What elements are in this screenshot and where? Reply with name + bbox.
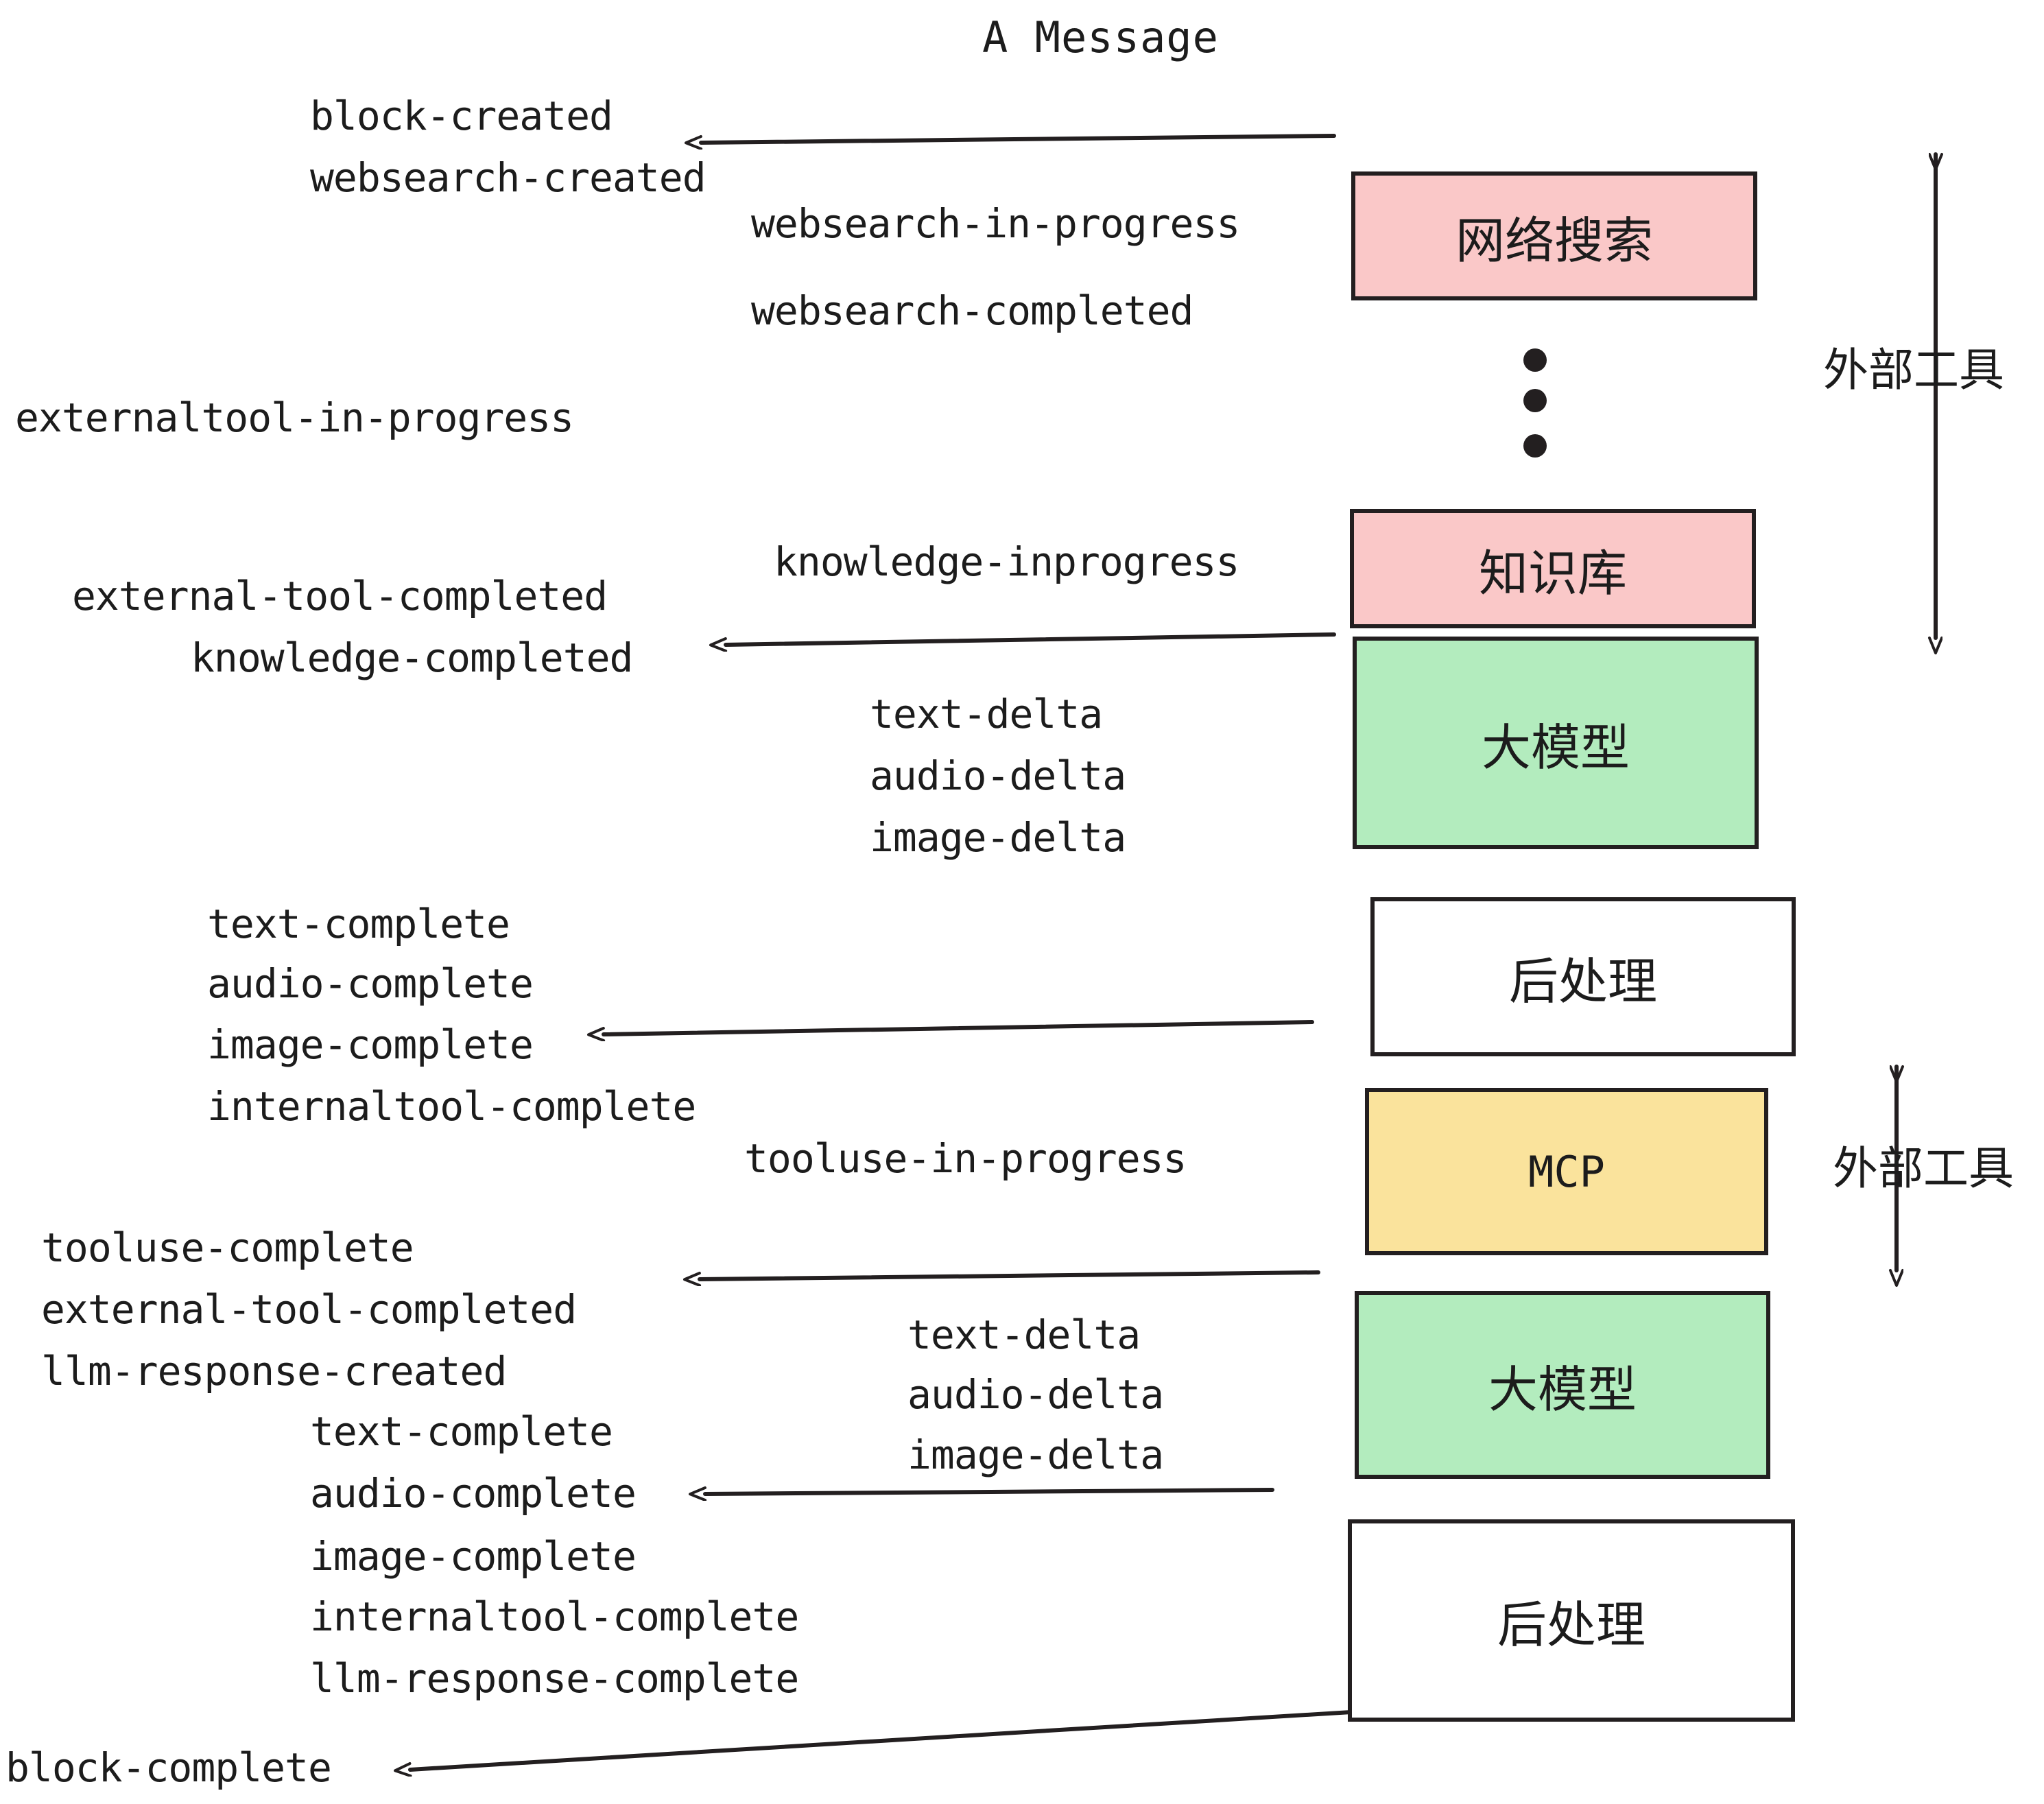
node-llm-1: 大模型: [1353, 637, 1759, 849]
event-label-text-complete-2: text-complete: [310, 1408, 613, 1455]
event-label-websearch-in-progress: websearch-in-progress: [751, 200, 1240, 247]
event-label-text-delta-1: text-delta: [870, 691, 1103, 737]
dot-3: [1523, 434, 1547, 458]
event-label-text-complete-1: text-complete: [207, 901, 510, 947]
arrow-block-complete: [410, 1710, 1353, 1770]
event-label-internaltool-complete-2: internaltool-complete: [310, 1593, 799, 1640]
event-label-audio-complete-2: audio-complete: [310, 1470, 637, 1517]
event-label-llm-response-created: llm-response-created: [41, 1348, 507, 1394]
arrow-audio-complete: [705, 1490, 1274, 1494]
event-label-block-created: block-created: [310, 93, 613, 139]
event-label-external-tool-completed-2: external-tool-completed: [41, 1286, 577, 1333]
event-label-tooluse-complete: tooluse-complete: [41, 1224, 414, 1271]
arrow-image-complete: [604, 1020, 1314, 1034]
node-postprocess-1: 后处理: [1370, 897, 1796, 1056]
event-label-block-complete: block-complete: [5, 1744, 332, 1791]
node-label-postprocess-2: 后处理: [1497, 1596, 1645, 1654]
dot-2: [1523, 389, 1547, 412]
scope-label-external-tool-bottom: 外部工具: [1833, 1142, 2014, 1195]
node-label-websearch: 网络搜索: [1455, 211, 1653, 270]
event-label-image-complete-2: image-complete: [310, 1533, 637, 1580]
event-label-audio-delta-2: audio-delta: [907, 1371, 1164, 1418]
scope-arrows: [1897, 152, 1936, 1270]
node-label-postprocess-1: 后处理: [1508, 952, 1657, 1010]
arrow-block-created: [701, 134, 1336, 143]
event-label-text-delta-2: text-delta: [907, 1312, 1141, 1358]
node-knowledge: 知识库: [1350, 509, 1756, 628]
dot-1: [1523, 348, 1547, 372]
node-postprocess-2: 后处理: [1348, 1519, 1795, 1722]
event-label-knowledge-completed: knowledge-completed: [191, 634, 633, 681]
event-label-external-tool-completed-1: external-tool-completed: [72, 573, 608, 619]
node-label-llm-1: 大模型: [1481, 718, 1630, 776]
node-label-llm-2: 大模型: [1488, 1360, 1637, 1419]
event-label-tooluse-in-progress: tooluse-in-progress: [744, 1135, 1187, 1182]
node-label-mcp: MCP: [1528, 1146, 1605, 1197]
event-label-externaltool-in-progress: externaltool-in-progress: [15, 394, 574, 441]
event-label-knowledge-inprogress: knowledge-inprogress: [774, 538, 1239, 585]
arrow-knowledge-completed: [726, 632, 1336, 645]
event-label-llm-response-complete: llm-response-complete: [310, 1655, 799, 1702]
event-label-audio-delta-1: audio-delta: [870, 752, 1126, 799]
node-llm-2: 大模型: [1355, 1291, 1770, 1479]
node-websearch: 网络搜索: [1351, 171, 1757, 300]
event-label-websearch-created: websearch-created: [310, 154, 706, 201]
event-arrows: [410, 134, 1353, 1770]
event-label-image-complete-1: image-complete: [207, 1021, 534, 1068]
arrow-tooluse-complete: [700, 1270, 1320, 1279]
event-label-image-delta-2: image-delta: [907, 1432, 1164, 1478]
scope-label-external-tool-top: 外部工具: [1823, 344, 2004, 396]
event-label-audio-complete-1: audio-complete: [207, 960, 534, 1007]
node-mcp: MCP: [1365, 1088, 1768, 1255]
event-label-image-delta-1: image-delta: [870, 814, 1126, 861]
event-label-internaltool-complete-1: internaltool-complete: [207, 1083, 696, 1130]
node-label-knowledge: 知识库: [1478, 544, 1627, 602]
page-title: A Message: [982, 12, 1219, 62]
event-label-websearch-completed: websearch-completed: [751, 287, 1193, 334]
ellipsis-dots: [1523, 348, 1547, 458]
